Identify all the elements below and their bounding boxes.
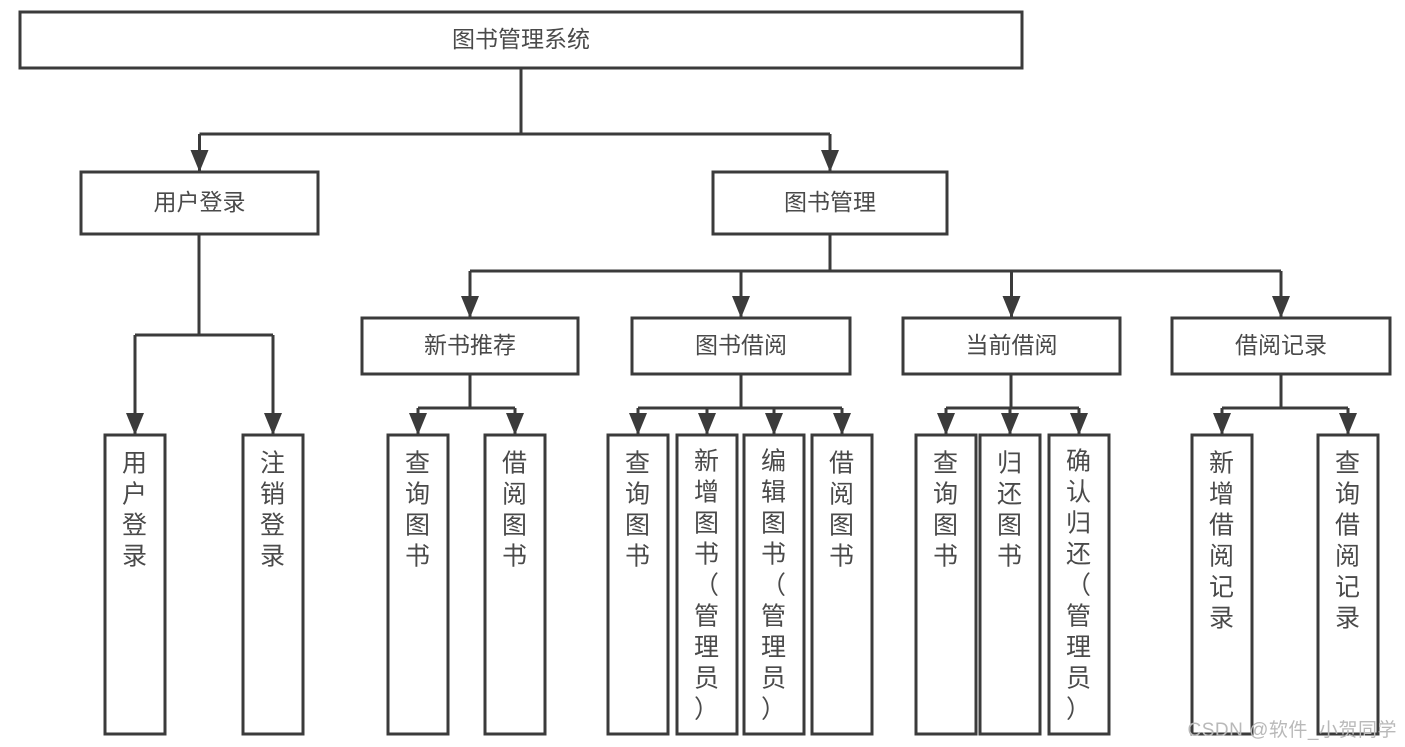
connectors-layer	[126, 68, 1357, 435]
arrow-head-icon	[190, 150, 209, 172]
node-current-borrow[interactable]: 当前借阅	[901, 316, 1122, 376]
node-user-login[interactable]: 用户登录	[79, 170, 320, 236]
edge-book-management-to-groups	[461, 234, 1290, 318]
node-box-confirm-return-admin	[1047, 433, 1111, 736]
node-label-user-login: 用户登录	[154, 189, 246, 215]
node-query-book-3[interactable]: 查询图书	[914, 433, 978, 736]
arrow-head-icon	[698, 413, 716, 435]
node-label-query-book-1: 查询图书	[405, 449, 431, 570]
node-box-root	[18, 10, 1024, 70]
arrow-head-icon	[821, 150, 839, 172]
node-box-borrow-book-1	[483, 433, 547, 736]
node-label-borrow-record: 借阅记录	[1235, 332, 1327, 358]
node-add-borrow-record[interactable]: 新增借阅记录	[1190, 433, 1254, 736]
node-confirm-return-admin[interactable]: 确认归还（管理员）	[1047, 433, 1111, 736]
node-user-login-leaf[interactable]: 用户登录	[103, 433, 167, 736]
node-box-current-borrow	[901, 316, 1122, 376]
node-box-user-login-leaf	[103, 433, 167, 736]
node-query-borrow-record[interactable]: 查询借阅记录	[1316, 433, 1380, 736]
node-box-query-book-3	[914, 433, 978, 736]
node-label-borrow-book-2: 借阅图书	[829, 449, 855, 570]
arrow-head-icon	[1272, 296, 1290, 318]
node-label-book-borrow: 图书借阅	[695, 332, 787, 358]
node-label-edit-book-admin: 编辑图书（管理员）	[761, 447, 787, 723]
node-borrow-record[interactable]: 借阅记录	[1170, 316, 1392, 376]
node-label-add-borrow-record: 新增借阅记录	[1209, 449, 1235, 632]
node-box-user-login	[79, 170, 320, 236]
node-label-new-book-recommend: 新书推荐	[424, 332, 516, 358]
arrow-head-icon	[629, 413, 647, 435]
node-user-logout-leaf[interactable]: 注销登录	[241, 433, 305, 736]
arrow-head-icon	[833, 413, 851, 435]
node-new-book-recommend[interactable]: 新书推荐	[360, 316, 580, 376]
node-box-borrow-book-2	[810, 433, 874, 736]
node-query-book-2[interactable]: 查询图书	[606, 433, 670, 736]
node-label-user-logout-leaf: 注销登录	[260, 449, 286, 570]
arrow-head-icon	[126, 413, 144, 435]
edge-root-to-level1	[190, 68, 839, 172]
arrow-head-icon	[264, 413, 282, 435]
node-box-edit-book-admin	[742, 433, 806, 736]
node-label-return-book: 归还图书	[997, 449, 1023, 570]
node-box-new-book-recommend	[360, 316, 580, 376]
arrow-head-icon	[1070, 413, 1088, 435]
arrow-head-icon	[506, 413, 524, 435]
node-book-borrow[interactable]: 图书借阅	[630, 316, 852, 376]
arrow-head-icon	[1001, 413, 1019, 435]
node-edit-book-admin[interactable]: 编辑图书（管理员）	[742, 433, 806, 736]
arrow-head-icon	[1002, 296, 1021, 318]
node-box-return-book	[978, 433, 1042, 736]
node-box-book-borrow	[630, 316, 852, 376]
arrow-head-icon	[765, 413, 783, 435]
node-box-add-borrow-record	[1190, 433, 1254, 736]
edge-user-login-to-leaves	[126, 234, 282, 435]
node-root[interactable]: 图书管理系统	[18, 10, 1024, 70]
node-borrow-book-1[interactable]: 借阅图书	[483, 433, 547, 736]
node-label-current-borrow: 当前借阅	[966, 332, 1058, 358]
edge-current-to-leaves	[937, 374, 1088, 435]
node-label-confirm-return-admin: 确认归还（管理员）	[1066, 447, 1092, 723]
arrow-head-icon	[461, 296, 479, 318]
node-add-book-admin[interactable]: 新增图书（管理员）	[675, 433, 739, 736]
node-box-query-book-1	[386, 433, 450, 736]
node-box-query-borrow-record	[1316, 433, 1380, 736]
node-return-book[interactable]: 归还图书	[978, 433, 1042, 736]
node-box-book-management	[711, 170, 949, 236]
edge-record-to-leaves	[1213, 374, 1357, 435]
arrow-head-icon	[409, 413, 427, 435]
node-query-book-1[interactable]: 查询图书	[386, 433, 450, 736]
edge-recommend-to-leaves	[409, 374, 524, 435]
node-label-query-book-3: 查询图书	[933, 449, 959, 570]
node-label-book-management: 图书管理	[784, 189, 876, 215]
node-label-add-book-admin: 新增图书（管理员）	[694, 447, 720, 723]
node-book-management[interactable]: 图书管理	[711, 170, 949, 236]
nodes-layer: 图书管理系统用户登录用户登录注销登录图书管理新书推荐查询图书借阅图书图书借阅查询…	[18, 10, 1392, 736]
node-box-borrow-record	[1170, 316, 1392, 376]
arrow-head-icon	[937, 413, 955, 435]
node-label-user-login-leaf: 用户登录	[122, 449, 148, 570]
node-box-add-book-admin	[675, 433, 739, 736]
node-label-borrow-book-1: 借阅图书	[502, 449, 528, 570]
node-label-query-book-2: 查询图书	[625, 449, 651, 570]
node-label-query-borrow-record: 查询借阅记录	[1335, 449, 1361, 632]
arrow-head-icon	[1339, 413, 1357, 435]
node-box-query-book-2	[606, 433, 670, 736]
node-box-user-logout-leaf	[241, 433, 305, 736]
arrow-head-icon	[732, 296, 750, 318]
edge-borrow-to-leaves	[629, 374, 851, 435]
node-borrow-book-2[interactable]: 借阅图书	[810, 433, 874, 736]
node-label-root: 图书管理系统	[452, 26, 590, 52]
arrow-head-icon	[1213, 413, 1231, 435]
